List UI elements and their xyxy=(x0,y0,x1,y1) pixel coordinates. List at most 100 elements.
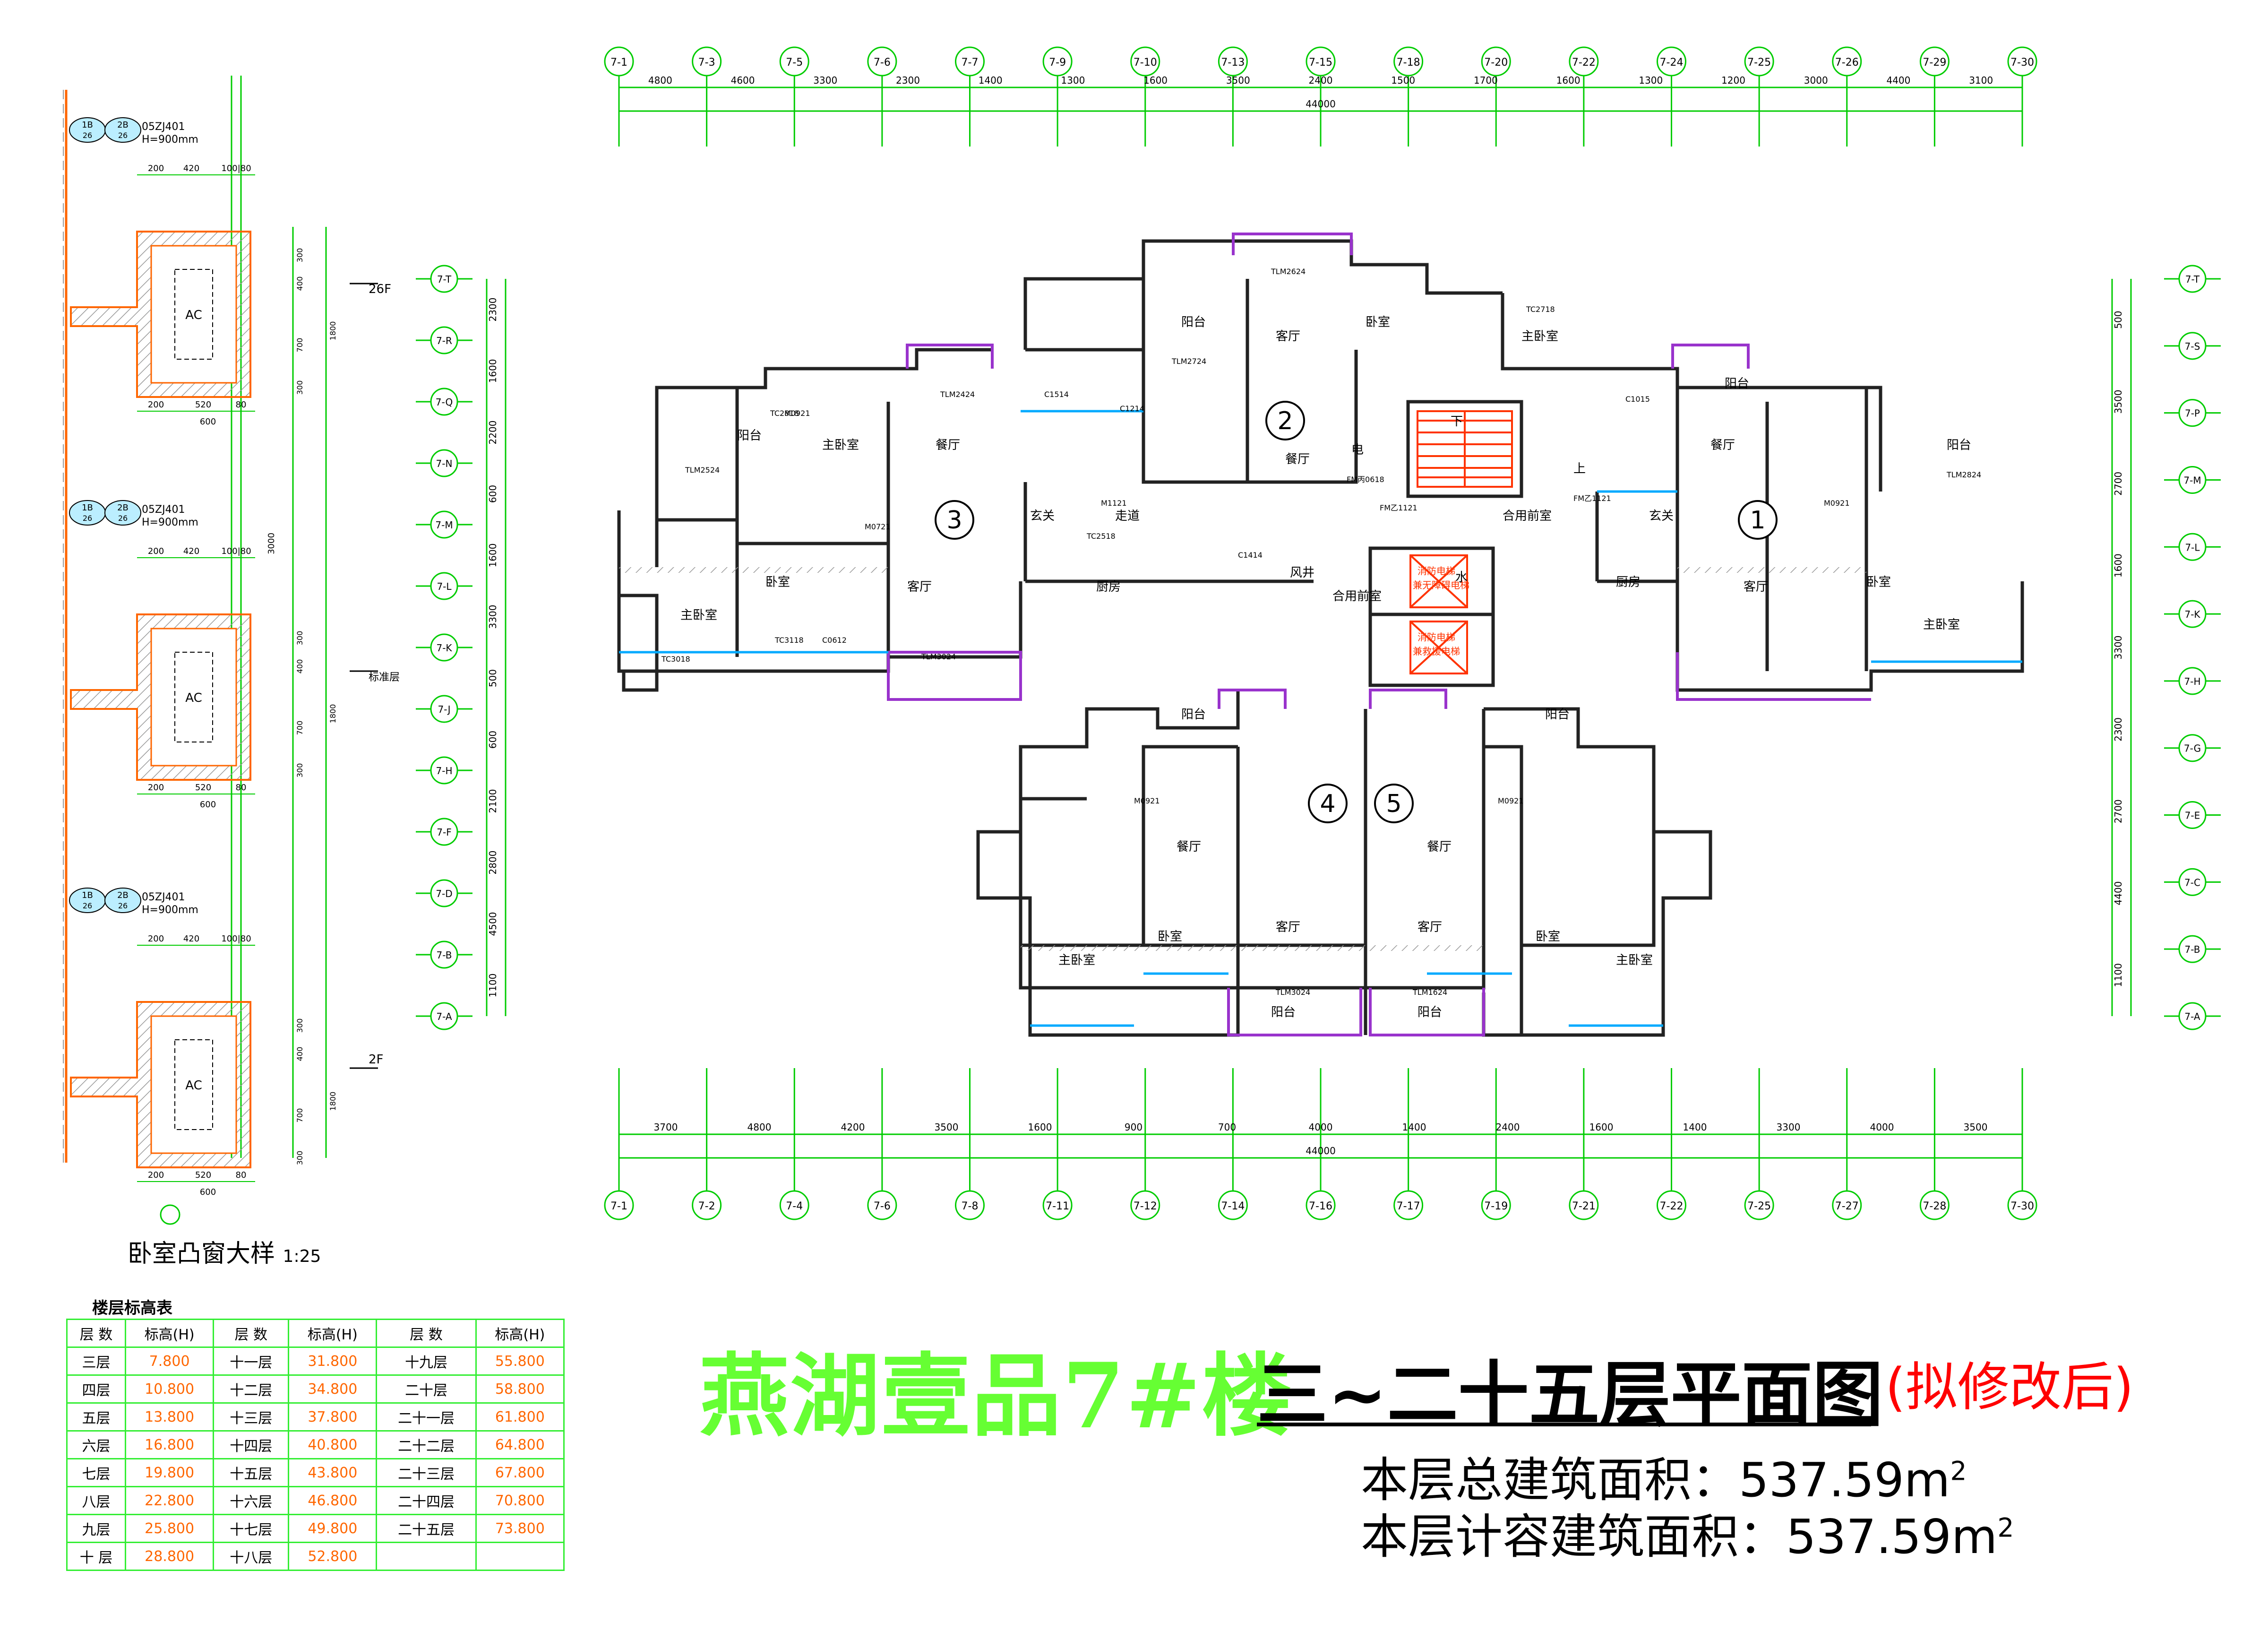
detail-code: 26 xyxy=(83,131,92,140)
detail-code: 2B xyxy=(117,890,129,900)
axis-bubble xyxy=(1832,1190,1862,1220)
room-label: 客厅 xyxy=(1418,920,1442,934)
ac-unit xyxy=(174,1039,213,1130)
detail-code: 26 xyxy=(83,514,92,523)
detail-dim-value: 700 xyxy=(295,1108,304,1123)
axis-bubble xyxy=(955,46,985,77)
axis-bubble xyxy=(867,1190,897,1220)
detail-code: 2B xyxy=(117,503,129,513)
dimension-value: 1500 xyxy=(1391,75,1415,86)
axis-bubble xyxy=(692,1190,722,1220)
elevation-cell: 19.800 xyxy=(124,1458,215,1487)
axis-label: 7-3 xyxy=(698,57,715,69)
sliding-code: TLM2824 xyxy=(1946,470,1981,479)
dimension-value: 1200 xyxy=(1721,75,1745,86)
dimension-value: 500 xyxy=(487,669,498,687)
elevation-cell: 67.800 xyxy=(475,1458,565,1487)
dimension-value: 2800 xyxy=(487,851,498,875)
detail-dim-value: 700 xyxy=(295,721,304,735)
axis-bubble xyxy=(1393,1190,1424,1220)
room-label: 卧室 xyxy=(765,575,790,589)
axis-bubble xyxy=(2178,667,2207,695)
elevation-cell: 十九层 xyxy=(376,1346,477,1376)
room-label: 阳台 xyxy=(1181,315,1206,329)
elevation-header-cell: 层 数 xyxy=(376,1319,477,1348)
door-code: FM乙1121 xyxy=(1380,503,1418,512)
detail-dim-value: 400 xyxy=(295,1047,304,1061)
axis-label: 7-16 xyxy=(1309,1200,1332,1212)
room-label: 走道 xyxy=(1115,509,1140,523)
title-underline xyxy=(1257,1423,1871,1426)
room-label: 主卧室 xyxy=(680,608,717,622)
unit-number-circle xyxy=(1374,784,1414,823)
overall-dimension: 44000 xyxy=(1306,1145,1336,1156)
detail-dim-value: 420 xyxy=(183,934,199,944)
stair xyxy=(1417,410,1513,488)
detail-reference: 05ZJ401 xyxy=(142,504,185,516)
detail-dim-value: 600 xyxy=(200,800,216,810)
unit-number-circle xyxy=(1738,500,1778,540)
room-label: 餐厅 xyxy=(1177,840,1201,854)
sliding-code: TLM2424 xyxy=(940,390,975,399)
dimension-value: 900 xyxy=(1125,1122,1143,1133)
counted-area: 本层计容建筑面积：537.59m2 xyxy=(1361,1498,2014,1567)
dimension-value: 1100 xyxy=(2113,963,2124,987)
detail-dim-value: 200 xyxy=(148,400,164,410)
sliding-code: TLM2524 xyxy=(685,466,720,475)
stair-label: 上 xyxy=(1573,462,1586,476)
axis-label: 7-12 xyxy=(1134,1200,1157,1212)
right-axis-grid: 7-T7-S7-P7-M7-L7-K7-H7-G7-E7-C7-B7-A5003… xyxy=(2111,265,2221,1030)
elevation-cell: 28.800 xyxy=(124,1542,215,1571)
elevation-cell: 十七层 xyxy=(213,1514,290,1543)
dimension-value: 3300 xyxy=(487,605,498,629)
axis-bubble xyxy=(2178,734,2207,762)
elevation-cell: 八层 xyxy=(66,1486,126,1515)
axis-label: 7-18 xyxy=(1397,57,1420,69)
door-code: M1121 xyxy=(1101,499,1127,508)
dimension-value: 1600 xyxy=(1028,1122,1052,1133)
elevation-cell: 49.800 xyxy=(288,1514,378,1543)
detail-caption: 卧室凸窗大样 1:25 xyxy=(128,1234,321,1269)
axis-label: 7-22 xyxy=(1660,1200,1684,1212)
elevation-cell: 二十二层 xyxy=(376,1430,477,1459)
window-code: C1214 xyxy=(1120,404,1144,413)
axis-label: 7-5 xyxy=(786,57,803,69)
axis-bubble xyxy=(779,1190,809,1220)
level-label: 2F xyxy=(369,1053,384,1067)
dimension-value: 4000 xyxy=(1309,1122,1333,1133)
elevation-cell: 五层 xyxy=(66,1402,126,1432)
dimension-value: 600 xyxy=(487,731,498,749)
axis-label: 7-4 xyxy=(786,1200,803,1212)
project-title: 燕湖壹品7#楼 xyxy=(699,1343,1293,1449)
detail-dim-value: 200 xyxy=(148,1170,164,1180)
ac-box xyxy=(150,628,237,767)
axis-label: 7-26 xyxy=(1835,57,1859,69)
detail-code-bubble xyxy=(104,500,141,526)
dimension-value: 1300 xyxy=(1061,75,1085,86)
elevation-cell: 70.800 xyxy=(475,1486,565,1515)
axis-label: 7-20 xyxy=(1484,57,1508,69)
ac-label: AC xyxy=(185,691,202,705)
elevation-cell: 十八层 xyxy=(213,1542,290,1571)
unit-number: 4 xyxy=(1320,790,1335,818)
axis-label: 7-2 xyxy=(698,1200,715,1212)
window-code: C1414 xyxy=(1238,551,1263,560)
elevation-cell: 43.800 xyxy=(288,1458,378,1487)
axis-bubble xyxy=(1042,1190,1073,1220)
axis-label: 7-6 xyxy=(874,1200,891,1212)
axis-bubble xyxy=(2178,935,2207,963)
dimension-value: 3000 xyxy=(1804,75,1828,86)
axis-bubble xyxy=(2178,533,2207,561)
dimension-value: 2300 xyxy=(896,75,920,86)
detail-dim-value: 100|80 xyxy=(221,164,251,173)
axis-bubble xyxy=(1481,1190,1511,1220)
axis-label: 7-H xyxy=(2184,676,2201,687)
unit-number: 3 xyxy=(946,506,962,535)
elevation-cell: 二十五层 xyxy=(376,1514,477,1543)
axis-bubble xyxy=(1919,1190,1950,1220)
